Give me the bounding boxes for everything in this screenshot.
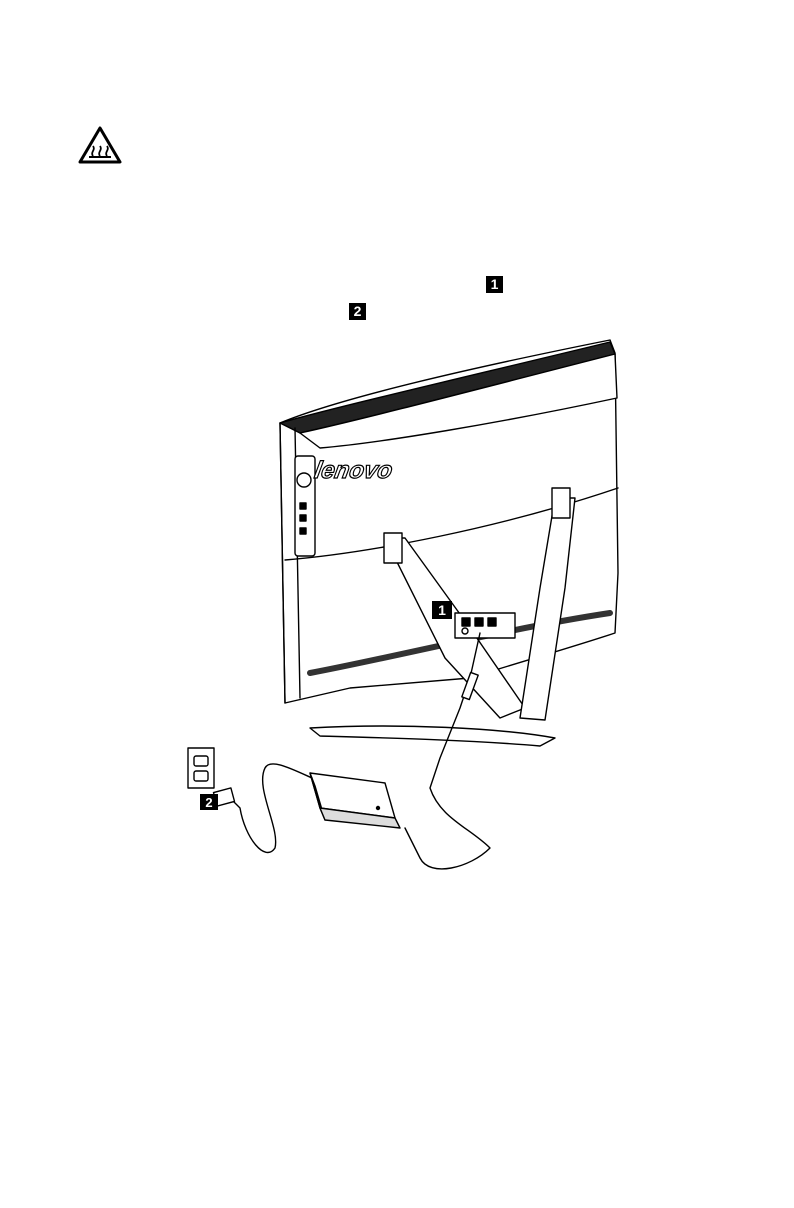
svg-text:1: 1 — [438, 602, 446, 618]
callout-badge-1: 1 — [486, 276, 503, 293]
power-adapter — [310, 773, 400, 828]
stand-base — [310, 726, 555, 746]
hot-surface-warning-icon — [78, 126, 122, 164]
computer-power-connection-illustration: lenovo 1 2 — [170, 328, 630, 888]
svg-text:2: 2 — [205, 795, 212, 810]
illustration-callout-1: 1 — [432, 601, 452, 619]
illustration-callout-2: 2 — [200, 794, 218, 810]
instruction-step-2: 2 — [349, 303, 366, 321]
callout-badge-2: 2 — [349, 303, 366, 320]
ac-cord — [230, 764, 312, 853]
instruction-step-1: 1 — [486, 276, 503, 294]
wall-outlet — [188, 748, 214, 788]
lenovo-logo: lenovo — [313, 457, 395, 484]
